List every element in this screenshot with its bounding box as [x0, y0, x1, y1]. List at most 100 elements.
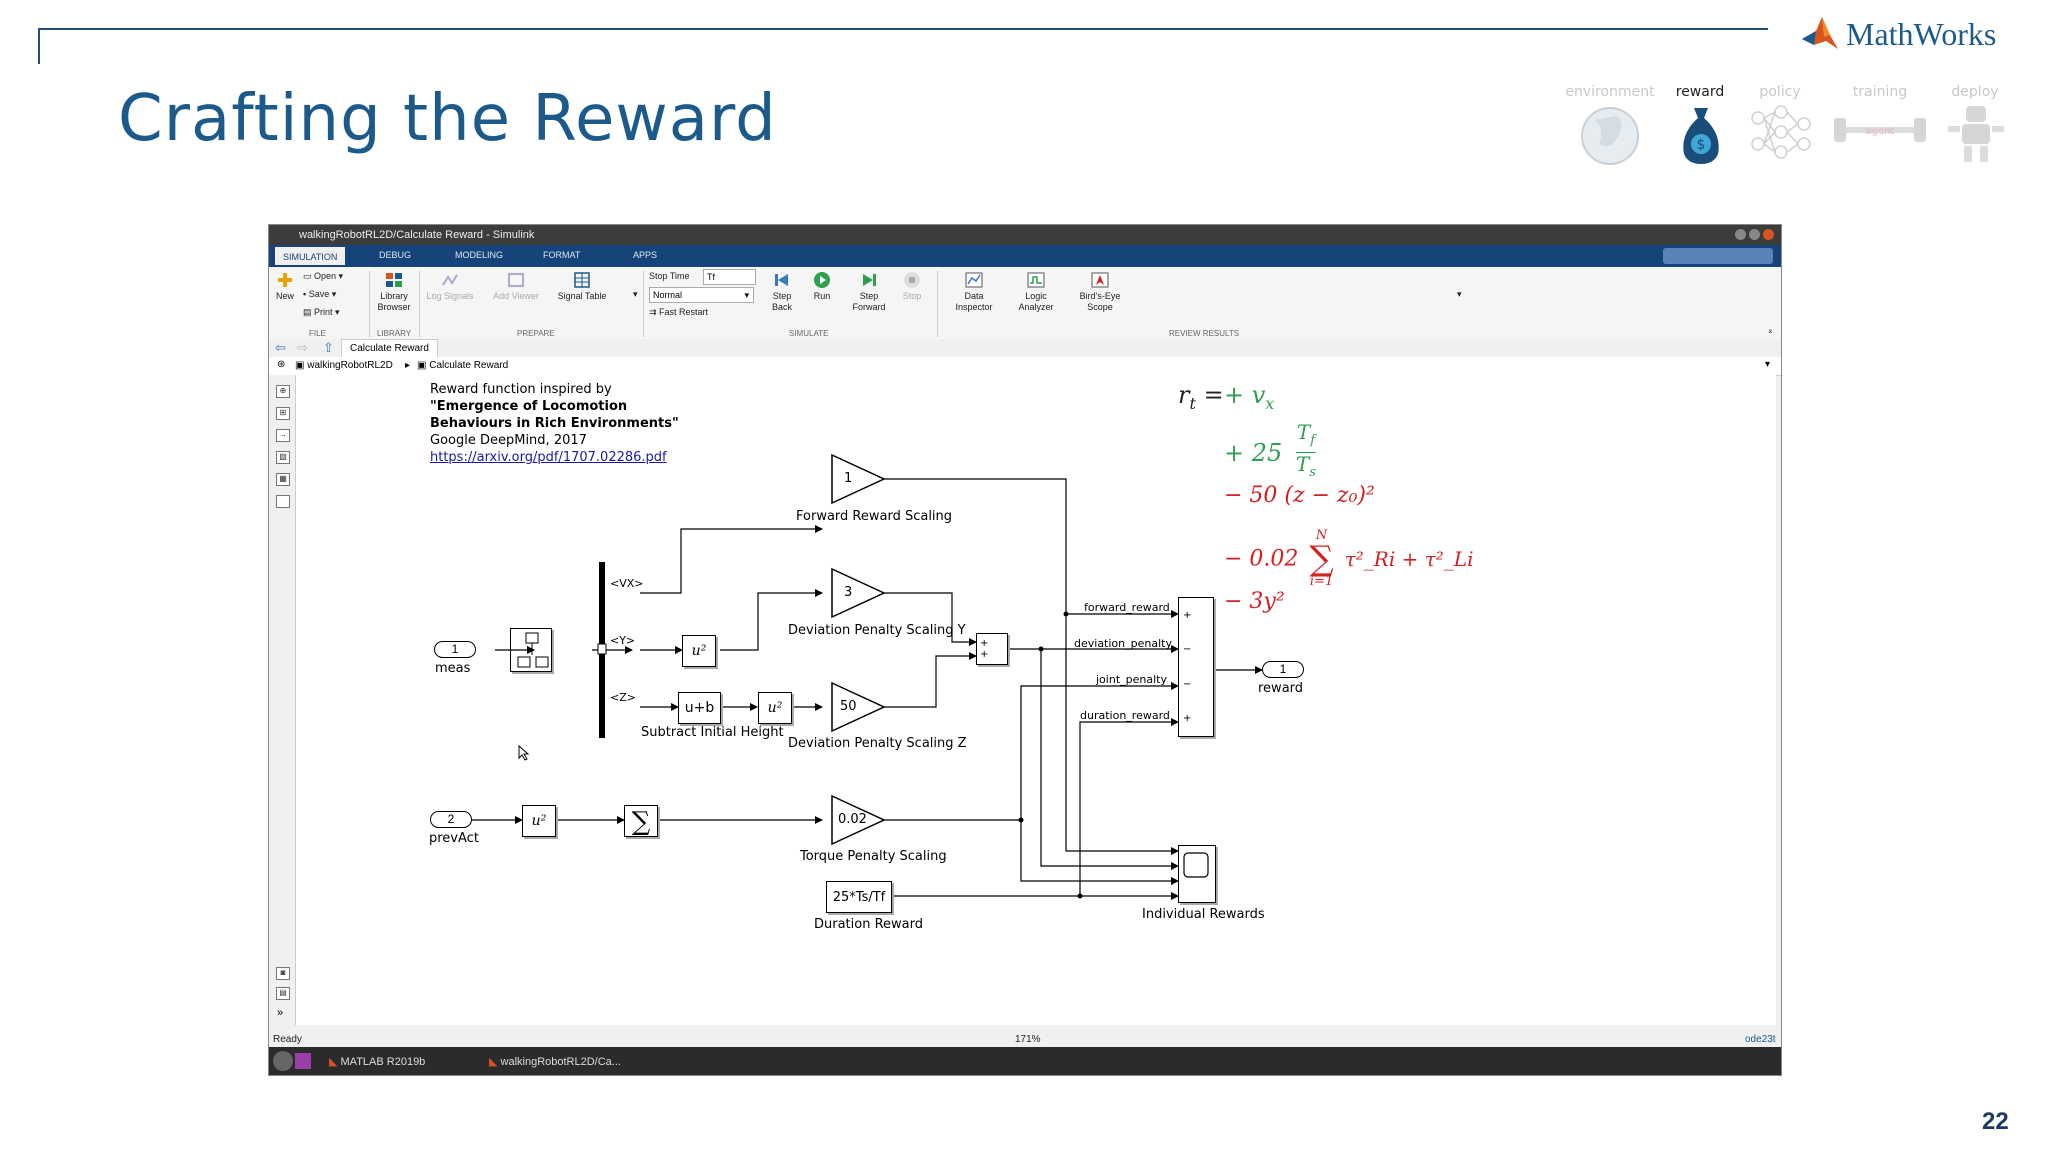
- simulation-mode-select[interactable]: Normal▾: [649, 287, 754, 303]
- gain-torque-label: Torque Penalty Scaling: [800, 849, 947, 864]
- equation-term-lateral: − 3y²: [1224, 589, 1285, 614]
- image-icon[interactable]: ▨: [276, 451, 290, 464]
- arrow-connect-icon[interactable]: →: [276, 429, 290, 442]
- inport-prevact[interactable]: 2: [430, 811, 472, 828]
- individual-rewards-scope[interactable]: [1178, 845, 1216, 903]
- log-signals-button[interactable]: Log Signals: [425, 271, 475, 302]
- section-library: LIBRARY: [377, 329, 412, 338]
- reward-reference-note: Reward function inspired by "Emergence o…: [430, 381, 679, 466]
- hide-browser-icon[interactable]: ⊛: [277, 359, 286, 370]
- log-signals-icon: [442, 274, 458, 286]
- step-forward-button[interactable]: Step Forward: [847, 271, 891, 313]
- zoom-icon[interactable]: ⊕: [276, 385, 290, 398]
- sum-reward-block[interactable]: + − − +: [1178, 597, 1214, 737]
- sum-deviation-block[interactable]: + +: [976, 633, 1008, 665]
- add-viewer-button[interactable]: Add Viewer: [491, 271, 541, 302]
- app-launcher-icon[interactable]: [295, 1053, 311, 1069]
- equation-term-height: − 50 (z − z₀)²: [1224, 483, 1375, 508]
- library-browser-button[interactable]: Library Browser: [373, 271, 415, 313]
- run-button[interactable]: Run: [807, 271, 837, 302]
- annotation-icon[interactable]: ▦: [276, 473, 290, 486]
- step-training-label: training: [1852, 84, 1908, 100]
- new-button[interactable]: New: [273, 271, 297, 302]
- bias-block[interactable]: u+b: [678, 692, 721, 724]
- logic-analyzer-button[interactable]: Logic Analyzer: [1011, 271, 1061, 313]
- expand-toolbar-icon[interactable]: »: [277, 1007, 284, 1019]
- camera-icon[interactable]: ◙: [276, 967, 290, 980]
- signal-table-button[interactable]: Signal Table: [557, 271, 607, 302]
- step-deploy-label: deploy: [1951, 84, 1999, 100]
- stop-time-input[interactable]: Tf: [703, 269, 756, 285]
- sum-sign: +: [1183, 713, 1192, 725]
- logic-analyzer-icon: [1027, 272, 1045, 288]
- gain-torque-triangle: [831, 794, 886, 846]
- minimize-button[interactable]: [1735, 229, 1746, 240]
- library-icon: [386, 273, 402, 287]
- stop-button[interactable]: Stop: [897, 271, 927, 302]
- breadcrumb-separator-icon: ▸: [405, 360, 411, 371]
- data-inspector-button[interactable]: Data Inspector: [949, 271, 999, 313]
- bus-demux-block[interactable]: [510, 628, 552, 672]
- add-viewer-icon: [508, 273, 524, 287]
- model-tab-calculate-reward[interactable]: Calculate Reward: [341, 339, 438, 357]
- close-button[interactable]: [1763, 229, 1774, 240]
- area-icon[interactable]: [276, 495, 290, 508]
- quick-access-toolbar[interactable]: [1663, 248, 1773, 264]
- model-canvas[interactable]: ∑ Reward function inspired by "Emergence…: [296, 375, 1776, 1025]
- sum-sign: +: [1183, 609, 1192, 621]
- prepare-expand-icon[interactable]: ▾: [633, 289, 638, 299]
- paper-link[interactable]: https://arxiv.org/pdf/1707.02286.pdf: [430, 450, 667, 465]
- os-taskbar: ◣ MATLAB R2019b ◣ walkingRobotRL2D/Ca...: [269, 1047, 1781, 1075]
- gain-deviation-y-triangle: [831, 567, 886, 619]
- table-icon: [574, 272, 590, 288]
- tab-simulation[interactable]: SIMULATION: [275, 247, 346, 265]
- sum-of-elements-block[interactable]: [624, 805, 658, 837]
- fast-restart-button[interactable]: ⇉ Fast Restart: [649, 307, 709, 317]
- outport-reward[interactable]: 1: [1262, 661, 1304, 678]
- breadcrumb: ⊛ ▣ walkingRobotRL2D ▸ ▣ Calculate Rewar…: [269, 357, 1781, 376]
- bus-label-duration-reward: duration_reward: [1080, 709, 1170, 722]
- square-z-block[interactable]: u²: [758, 692, 792, 724]
- mathworks-logo: MathWorks: [1800, 12, 1996, 56]
- save-icon: ▪: [303, 289, 309, 299]
- step-forward-icon: [863, 274, 876, 286]
- print-button[interactable]: ▤ Print ▾: [303, 307, 340, 317]
- equation-term-time: + 25 Tf Ts: [1224, 420, 1316, 480]
- tab-format[interactable]: FORMAT: [543, 250, 581, 260]
- sum-sign: −: [1183, 644, 1192, 656]
- duration-constant-block[interactable]: 25*Ts/Tf: [826, 881, 892, 913]
- square-y-block[interactable]: u²: [682, 635, 716, 667]
- up-arrow-icon[interactable]: ⇧: [323, 340, 334, 355]
- property-inspector-icon[interactable]: ▤: [276, 987, 290, 1000]
- breadcrumb-item-subsystem[interactable]: ▣ Calculate Reward: [417, 360, 509, 371]
- taskbar-simulink[interactable]: ◣ walkingRobotRL2D/Ca...: [489, 1056, 621, 1068]
- ubuntu-logo-icon[interactable]: [273, 1051, 293, 1071]
- breadcrumb-dropdown-icon[interactable]: ▾: [1765, 359, 1771, 370]
- scope-label: Individual Rewards: [1142, 907, 1265, 922]
- tab-modeling[interactable]: MODELING: [455, 250, 504, 260]
- inport-meas[interactable]: 1: [434, 641, 476, 658]
- ribbon-expand-icon[interactable]: ▾: [1457, 289, 1462, 299]
- birds-eye-scope-button[interactable]: Bird's-Eye Scope: [1075, 271, 1125, 313]
- status-solver[interactable]: ode23t: [1745, 1034, 1776, 1045]
- simulink-window: walkingRobotRL2D/Calculate Reward - Simu…: [268, 224, 1782, 1076]
- taskbar-matlab[interactable]: ◣ MATLAB R2019b: [329, 1056, 426, 1068]
- tab-debug[interactable]: DEBUG: [379, 250, 412, 260]
- signal-y-label: <Y>: [610, 634, 636, 647]
- breadcrumb-item-model[interactable]: ▣ walkingRobotRL2D: [295, 360, 393, 371]
- money-bag-icon: $: [1683, 108, 1719, 164]
- fit-view-icon[interactable]: ⊞: [276, 407, 290, 420]
- square-prevact-block[interactable]: u²: [522, 805, 556, 837]
- step-back-button[interactable]: Step Back: [763, 271, 801, 313]
- equation-term-velocity: + vx: [1224, 381, 1275, 413]
- status-bar: Ready 171% ode23t: [269, 1033, 1781, 1047]
- save-button[interactable]: ▪ Save ▾: [303, 289, 337, 299]
- tab-apps[interactable]: APPS: [633, 250, 658, 260]
- forward-arrow-icon[interactable]: ⇨: [297, 340, 308, 355]
- data-inspector-icon: [965, 272, 983, 288]
- open-button[interactable]: ▭ Open ▾: [303, 271, 344, 281]
- back-arrow-icon[interactable]: ⇦: [275, 340, 286, 355]
- collapse-ribbon-icon[interactable]: ⌅: [1767, 326, 1774, 335]
- robot-icon: [1948, 106, 2004, 162]
- maximize-button[interactable]: [1749, 229, 1760, 240]
